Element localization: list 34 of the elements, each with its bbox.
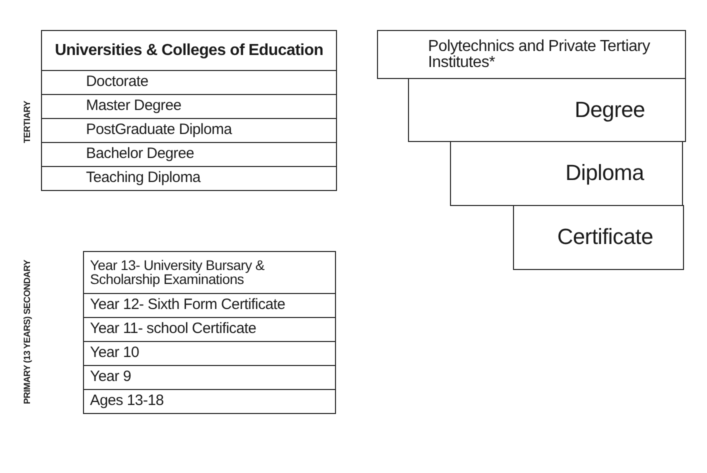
level-text: Teaching Diploma bbox=[86, 171, 200, 186]
level-text: Diploma bbox=[565, 163, 644, 184]
level-box bbox=[450, 141, 683, 206]
header-box bbox=[41, 30, 337, 71]
level-text: Universities & Colleges of Education bbox=[54, 42, 324, 58]
level-text: Certificate bbox=[557, 227, 653, 248]
level-box bbox=[83, 293, 336, 318]
section-label: TERTIARY bbox=[22, 100, 32, 144]
level-text: Year 10 bbox=[90, 346, 140, 361]
level-box bbox=[83, 365, 336, 390]
level-box bbox=[41, 166, 337, 191]
level-text: Year 13- University Bursary & Scholarship Examinations bbox=[90, 259, 266, 286]
level-box bbox=[41, 118, 337, 143]
header-box bbox=[377, 30, 686, 79]
level-text: Year 12- Sixth Form Certificate bbox=[90, 298, 286, 313]
level-text: Year 11- school Certificate bbox=[90, 322, 256, 337]
level-box bbox=[513, 205, 684, 270]
level-box bbox=[408, 78, 686, 142]
level-box bbox=[83, 341, 336, 366]
level-box bbox=[41, 94, 337, 119]
level-box bbox=[83, 317, 336, 342]
level-box bbox=[41, 70, 337, 95]
level-text: Polytechnics and Private Tertiary Institutes* bbox=[428, 39, 652, 70]
level-text: Master Degree bbox=[86, 99, 182, 114]
level-text: Degree bbox=[574, 100, 645, 120]
level-box bbox=[83, 251, 336, 294]
level-text: Year 9 bbox=[90, 370, 132, 385]
level-text: Bachelor Degree bbox=[86, 147, 194, 162]
level-box bbox=[41, 142, 337, 167]
level-box bbox=[83, 389, 336, 414]
level-text: Doctorate bbox=[86, 75, 148, 90]
level-text: PostGraduate Diploma bbox=[86, 123, 232, 138]
section-label: PRIMARY (13 YEARS) SECONDARY bbox=[22, 260, 32, 404]
level-text: Ages 13-18 bbox=[90, 394, 164, 409]
